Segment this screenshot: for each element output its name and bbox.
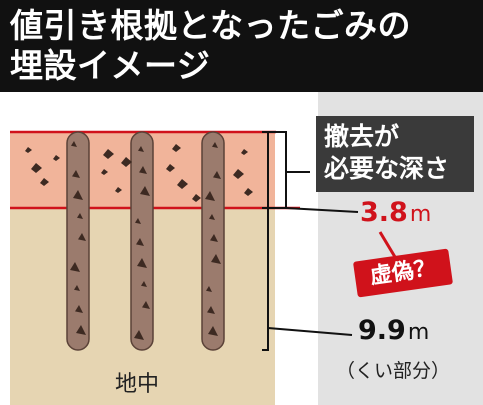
debris-chip xyxy=(166,164,175,172)
debris-chip xyxy=(101,169,108,175)
connector-pile-depth xyxy=(267,327,353,336)
pile-chip xyxy=(207,306,215,314)
waste-depth-label: 3.8m xyxy=(360,197,431,228)
connector-waste-depth xyxy=(285,207,359,213)
required-depth-line-1: 撤去が xyxy=(324,122,400,151)
pile-chip xyxy=(136,238,144,246)
debris-chip xyxy=(177,179,188,189)
pile-chip xyxy=(75,305,83,313)
debris-chip xyxy=(115,187,122,193)
pile-depth-value: 9.9 xyxy=(358,315,406,346)
pile-chip xyxy=(135,218,141,224)
pile-depth-label: 9.9m xyxy=(358,315,429,346)
pile-chip xyxy=(72,170,80,178)
pile-note: （くい部分） xyxy=(336,360,451,382)
pile-chip xyxy=(208,326,218,336)
required-depth-line-2: 必要な深さ xyxy=(324,154,450,183)
pile-chip xyxy=(70,262,80,272)
pile-chip xyxy=(73,190,83,200)
title-line-2: 埋設イメージ xyxy=(10,46,211,85)
pile-3 xyxy=(201,131,225,351)
debris-chip xyxy=(172,144,181,152)
pile-chip xyxy=(78,233,86,241)
debris-chip xyxy=(241,149,248,155)
pile-chip xyxy=(213,171,221,179)
debris-chip xyxy=(25,147,32,153)
debris-chip xyxy=(192,194,201,202)
pile-chip xyxy=(138,146,144,152)
debris-chip xyxy=(103,149,114,159)
pile-chip xyxy=(140,186,150,196)
pile-chip xyxy=(142,301,150,309)
pile-chip xyxy=(141,281,147,287)
ground-label: 地中 xyxy=(115,372,160,397)
title-line-1: 値引き根拠となったごみの xyxy=(10,6,412,45)
pile-chip xyxy=(209,214,215,220)
pile-chip xyxy=(210,234,218,242)
waste-debris xyxy=(25,144,253,202)
badge-pointer xyxy=(378,231,397,258)
debris-chip xyxy=(40,178,49,186)
pile-chip xyxy=(139,166,147,174)
pile-2 xyxy=(130,131,154,351)
debris-chip xyxy=(53,155,60,161)
waste-depth-value: 3.8 xyxy=(360,197,408,228)
pile-chip xyxy=(205,191,215,201)
bracket-pile-depth xyxy=(262,131,269,351)
title-banner: 値引き根拠となったごみの 埋設イメージ xyxy=(0,0,483,92)
debris-chip xyxy=(233,169,244,179)
pile-chip xyxy=(211,254,221,264)
required-depth-box: 撤去が 必要な深さ xyxy=(316,116,474,192)
pile-chip xyxy=(77,213,83,219)
bracket-waste-depth xyxy=(262,131,287,209)
debris-chip xyxy=(31,163,42,173)
pile-chip xyxy=(76,325,86,335)
pile-chip xyxy=(212,142,218,148)
debris-chip xyxy=(244,188,253,196)
waste-depth-unit: m xyxy=(409,202,432,227)
pile-chip xyxy=(71,141,77,147)
pile-chip xyxy=(206,286,212,292)
pile-chip xyxy=(74,285,80,291)
pile-chip xyxy=(137,258,147,268)
debris-chip xyxy=(121,157,132,167)
pile-chip xyxy=(134,330,144,340)
piles xyxy=(66,131,225,351)
pile-depth-unit: m xyxy=(407,320,430,345)
pile-1 xyxy=(66,131,90,351)
